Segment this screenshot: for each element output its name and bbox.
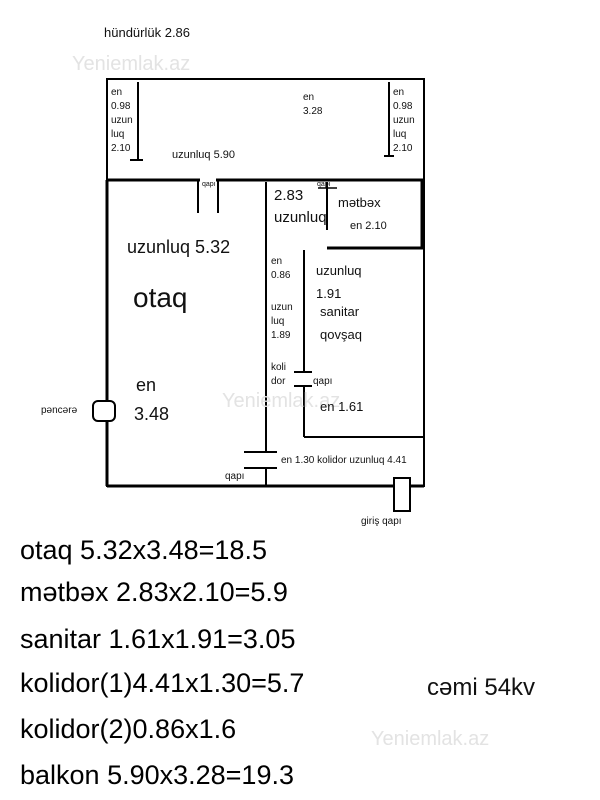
summary-line-bathroom: sanitar 1.61x1.91=3.05 <box>20 624 296 654</box>
bathroom-name-2: qovşaq <box>320 327 362 342</box>
kitchen-length-word: uzunluq <box>274 209 327 226</box>
room-length: uzunluq 5.32 <box>127 237 231 257</box>
total-area: cəmi 54kv <box>427 674 536 701</box>
bathroom-door-label: qapı <box>313 376 333 387</box>
window-label: pəncərə <box>41 405 78 416</box>
ceiling-height-label: hündürlük 2.86 <box>104 25 191 40</box>
summary-line-kitchen: mətbəx 2.83x2.10=5.9 <box>20 577 288 607</box>
window-symbol <box>92 400 116 422</box>
room-name: otaq <box>133 282 188 313</box>
bathroom-dim-number: 1.91 <box>316 286 342 301</box>
balcony-length: uzunluq 5.90 <box>172 149 235 161</box>
room-door-label: qapı <box>225 471 245 482</box>
kitchen-name: mətbəx <box>338 195 381 210</box>
summary-line-balcony: balkon 5.90x3.28=19.3 <box>20 760 294 790</box>
watermark-bottom: Yeniemlak.az <box>371 728 490 750</box>
balcony-door-gap <box>200 176 216 184</box>
entrance-label: giriş qapı <box>361 516 402 527</box>
room-width-value: 3.48 <box>134 404 170 424</box>
entrance-door-symbol <box>393 477 411 512</box>
bathroom-width: en 1.61 <box>320 399 364 414</box>
balcony-door-label: qapı <box>202 181 216 188</box>
corridor1-label: en 1.30 kolidor uzunluq 4.41 <box>281 455 407 466</box>
kitchen-length-number: 2.83 <box>274 187 304 204</box>
watermark-middle: Yeniemlak.az <box>222 390 341 412</box>
watermark-top: Yeniemlak.az <box>72 53 191 75</box>
kitchen-width: en 2.10 <box>350 220 387 232</box>
bathroom-name-1: sanitar <box>320 304 360 319</box>
room-width-word: en <box>136 375 157 395</box>
summary-line-corridor2: kolidor(2)0.86x1.6 <box>20 714 237 744</box>
summary-line-room: otaq 5.32x3.48=18.5 <box>20 535 267 565</box>
summary-line-corridor1: kolidor(1)4.41x1.30=5.7 <box>20 668 305 698</box>
kitchen-door-label: qapı <box>317 181 331 188</box>
bathroom-dim-word: uzunluq <box>316 263 362 278</box>
